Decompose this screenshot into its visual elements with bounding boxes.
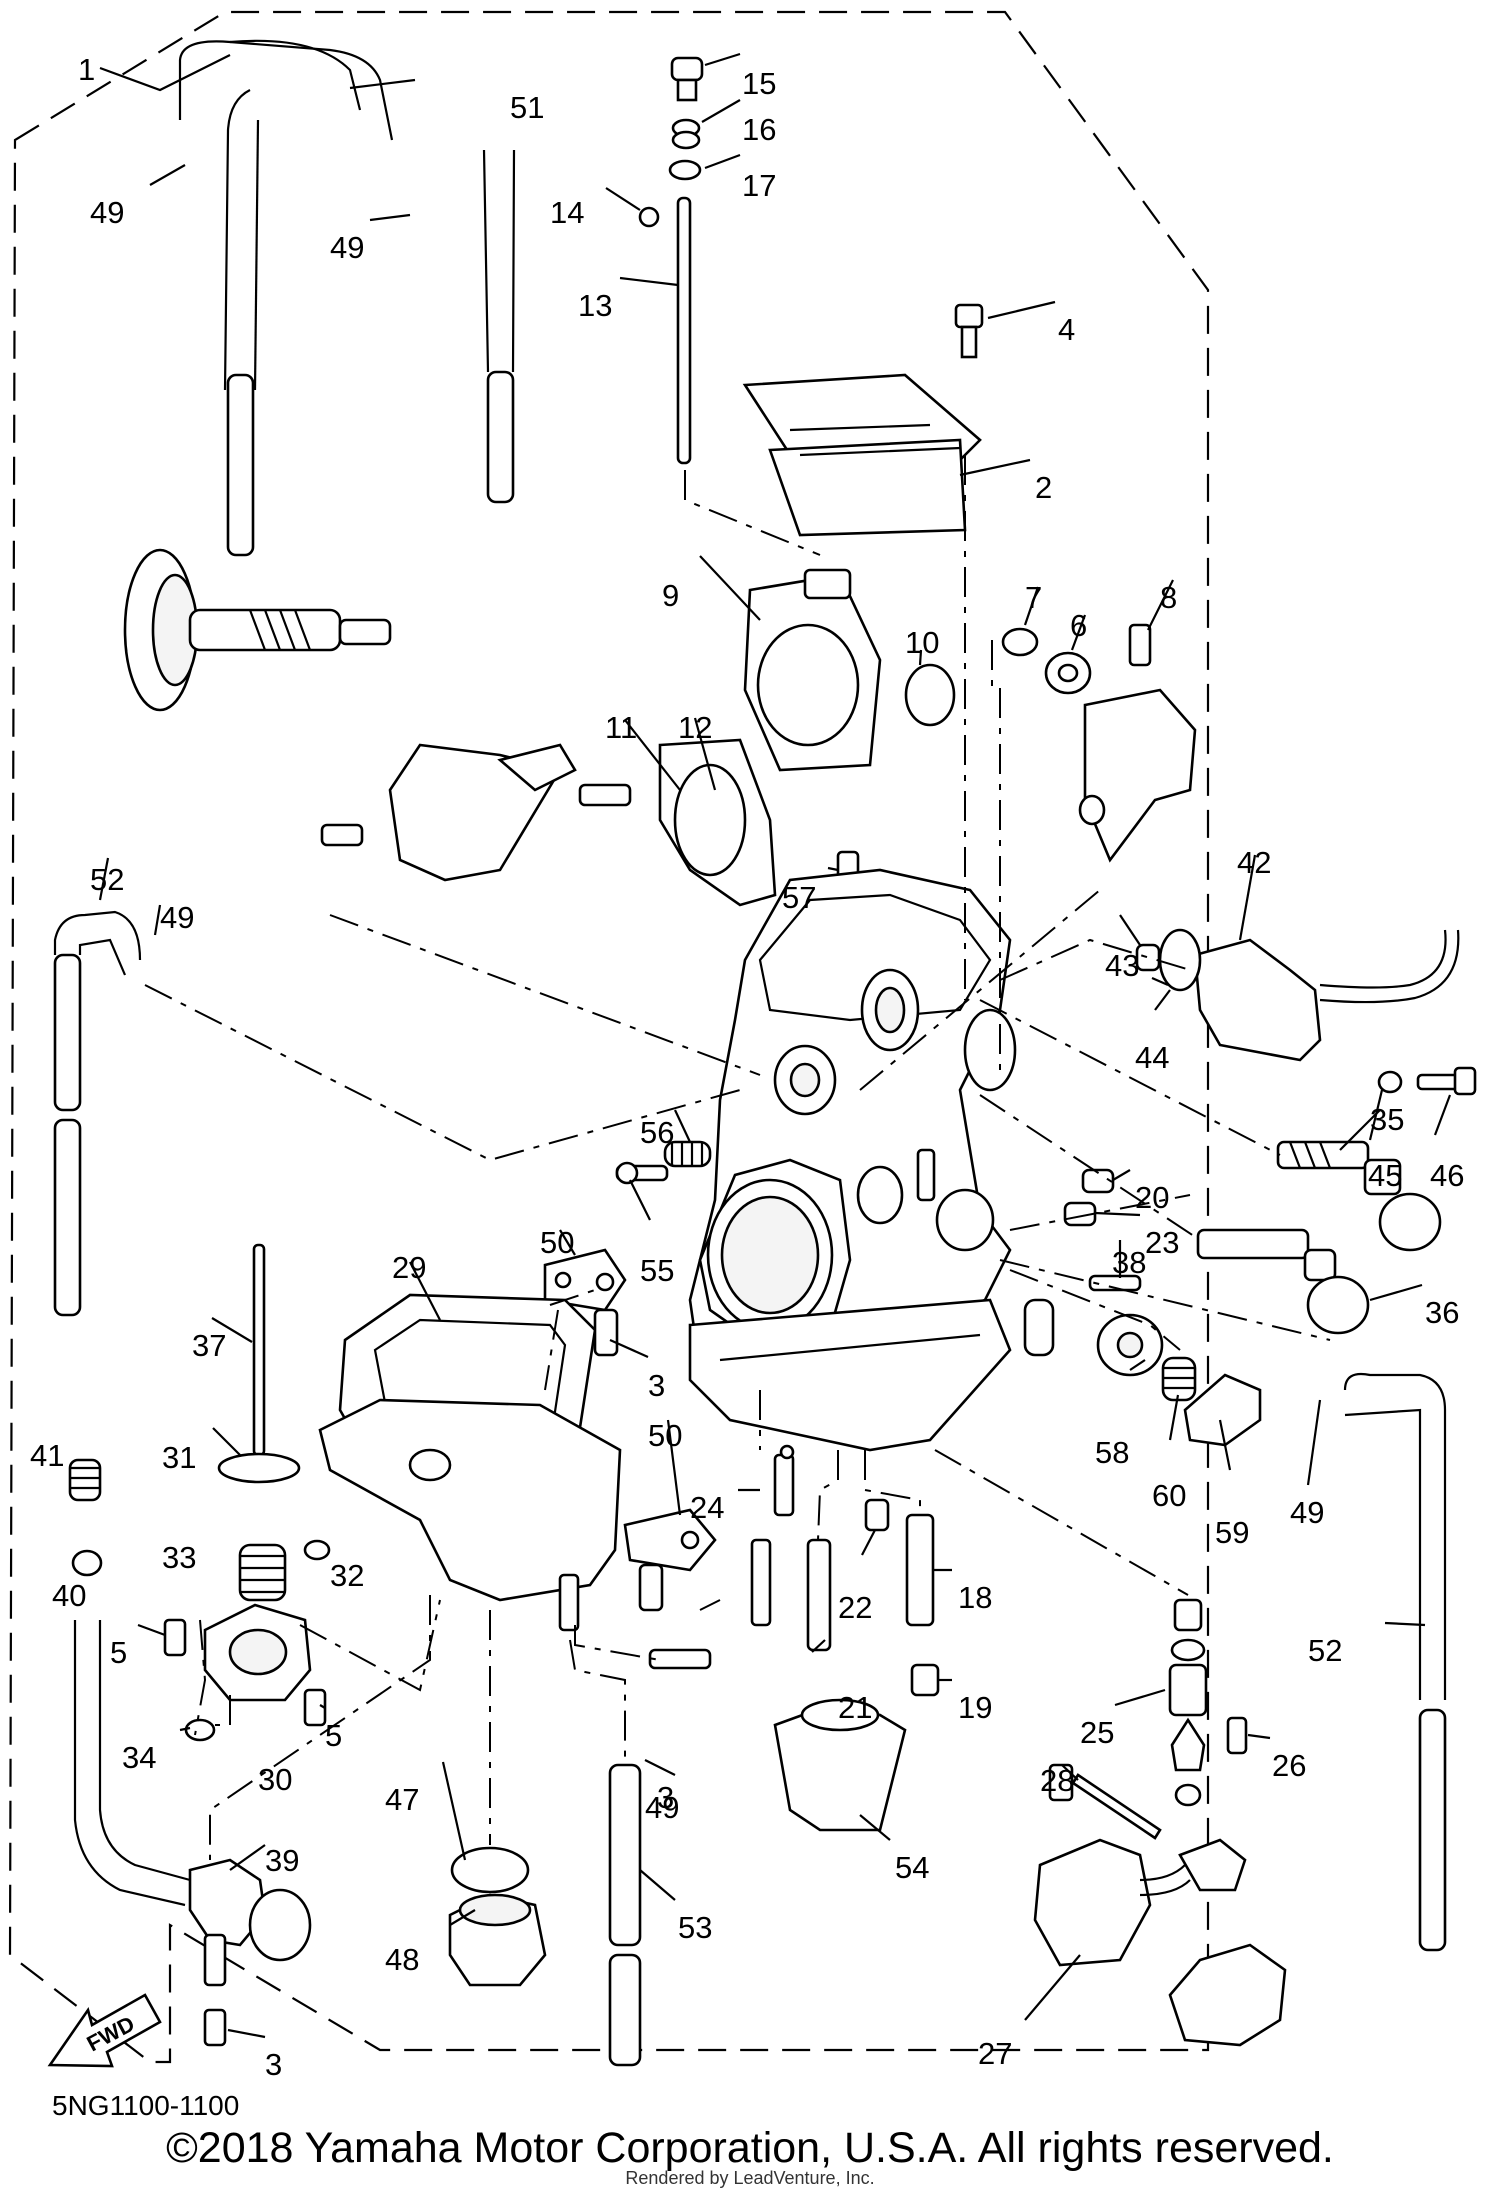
- callout-45: 45: [1368, 1158, 1402, 1193]
- leader-lines: [98, 52, 1452, 2039]
- fwd-arrow: FWD: [47, 1993, 162, 2068]
- callout-14: 14: [550, 195, 584, 230]
- callout-60: 60: [1152, 1478, 1186, 1513]
- callout-13: 13: [578, 288, 612, 323]
- copyright-notice: ©2018 Yamaha Motor Corporation, U.S.A. A…: [166, 2124, 1334, 2172]
- watermark-text: Rendered by LeadVenture, Inc.: [625, 2168, 875, 2188]
- callout-18: 18: [958, 1580, 992, 1615]
- callout-56: 56: [640, 1115, 674, 1150]
- callout-55: 55: [640, 1253, 674, 1288]
- callout-3: 3: [657, 1780, 674, 1815]
- callout-3: 3: [648, 1368, 665, 1403]
- callout-57: 57: [782, 880, 816, 915]
- callout-28: 28: [1040, 1763, 1074, 1798]
- callout-5: 5: [110, 1635, 127, 1670]
- callout-49: 49: [645, 1790, 679, 1825]
- callout-47: 47: [385, 1782, 419, 1817]
- callout-41: 41: [30, 1438, 64, 1473]
- callout-46: 46: [1430, 1158, 1464, 1193]
- callout-36: 36: [1425, 1295, 1459, 1330]
- callout-12: 12: [678, 710, 712, 745]
- callout-21: 21: [838, 1690, 872, 1725]
- callout-2: 2: [1035, 470, 1052, 505]
- callout-38: 38: [1112, 1245, 1146, 1280]
- callout-8: 8: [1160, 580, 1177, 615]
- callout-5: 5: [325, 1718, 342, 1753]
- callout-49: 49: [160, 900, 194, 935]
- callout-49: 49: [330, 230, 364, 265]
- callout-24: 24: [690, 1490, 724, 1525]
- callout-49: 49: [1290, 1495, 1324, 1530]
- callout-4: 4: [1058, 312, 1075, 347]
- callout-22: 22: [838, 1590, 872, 1625]
- callout-40: 40: [52, 1578, 86, 1613]
- part-shapes: [53, 39, 1477, 2067]
- callout-58: 58: [1095, 1435, 1129, 1470]
- callout-34: 34: [122, 1740, 156, 1775]
- callout-25: 25: [1080, 1715, 1114, 1750]
- callout-1: 1: [78, 52, 95, 87]
- callout-50: 50: [648, 1418, 682, 1453]
- callout-27: 27: [978, 2036, 1012, 2071]
- callout-44: 44: [1135, 1040, 1169, 1075]
- callout-37: 37: [192, 1328, 226, 1363]
- callout-52: 52: [1308, 1633, 1342, 1668]
- callout-6: 6: [1070, 608, 1087, 643]
- callout-15: 15: [742, 66, 776, 101]
- callout-3: 3: [265, 2047, 282, 2082]
- callout-7: 7: [1025, 580, 1042, 615]
- callout-59: 59: [1215, 1515, 1249, 1550]
- callout-53: 53: [678, 1910, 712, 1945]
- callout-33: 33: [162, 1540, 196, 1575]
- callout-32: 32: [330, 1558, 364, 1593]
- callout-39: 39: [265, 1843, 299, 1878]
- callout-10: 10: [905, 625, 939, 660]
- callout-54: 54: [895, 1850, 929, 1885]
- callout-49: 49: [90, 195, 124, 230]
- callout-20: 20: [1135, 1180, 1169, 1215]
- callout-43: 43: [1105, 948, 1139, 983]
- callout-19: 19: [958, 1690, 992, 1725]
- callout-23: 23: [1145, 1225, 1179, 1260]
- alignment-lines: [144, 455, 1331, 1860]
- callout-17: 17: [742, 168, 776, 203]
- callout-31: 31: [162, 1440, 196, 1475]
- callout-42: 42: [1237, 845, 1271, 880]
- callout-9: 9: [662, 578, 679, 613]
- callout-48: 48: [385, 1942, 419, 1977]
- drawing-code: 5NG1100-1100: [52, 2090, 240, 2121]
- callout-29: 29: [392, 1250, 426, 1285]
- callout-35: 35: [1370, 1102, 1404, 1137]
- callout-26: 26: [1272, 1748, 1306, 1783]
- callout-51: 51: [510, 90, 544, 125]
- callout-30: 30: [258, 1762, 292, 1797]
- callout-11: 11: [605, 710, 637, 745]
- callout-16: 16: [742, 112, 776, 147]
- callout-52: 52: [90, 862, 124, 897]
- callout-50: 50: [540, 1225, 574, 1260]
